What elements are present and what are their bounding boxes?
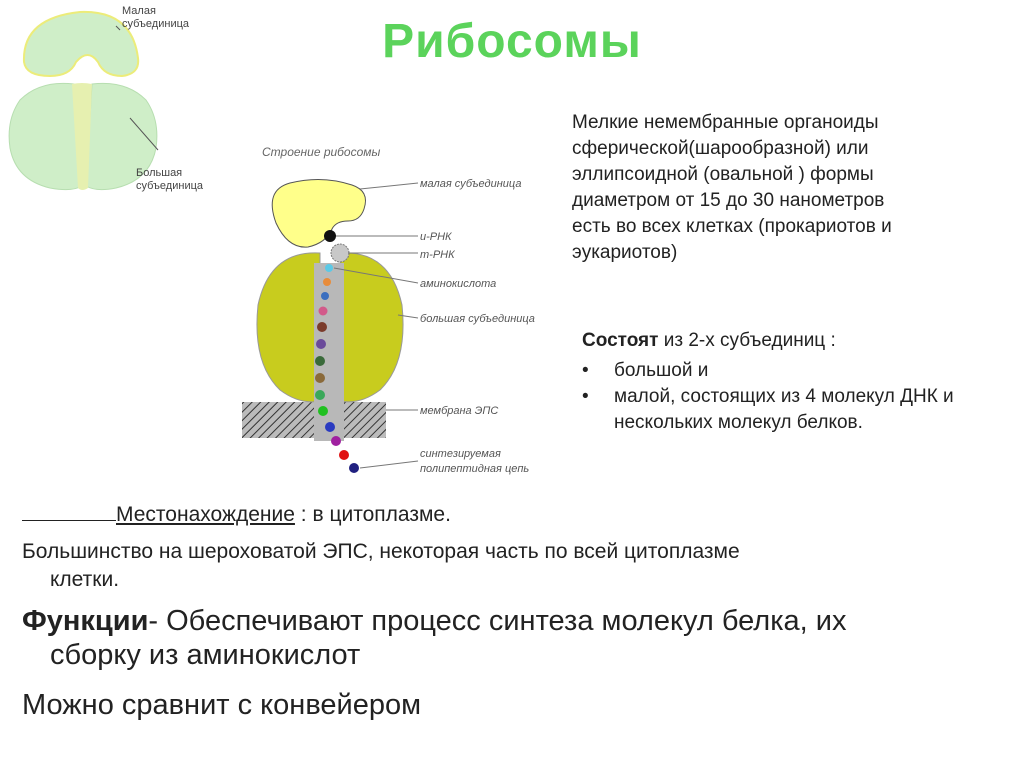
- list-item: • большой и: [582, 358, 1012, 384]
- large-subunit-left-shape: [8, 82, 83, 191]
- channel-shape: [72, 83, 92, 190]
- composition-heading-bold: Состоят: [582, 330, 659, 351]
- list-item-text: малой, состоящих из 4 молекул ДНК и неск…: [614, 386, 954, 433]
- location-label: Местонахождение: [116, 503, 295, 526]
- structure-title: Строение рибосомы: [262, 145, 381, 159]
- majority-line-2: клетки.: [50, 568, 120, 591]
- label-big-1: Большая: [136, 167, 182, 179]
- list-item: • малой, состоящих из 4 молекул ДНК и нес…: [582, 384, 1012, 436]
- label-trna: т-РНК: [420, 249, 455, 261]
- description-line: есть во всех клетках (прокариотов и: [572, 216, 892, 237]
- amino-acid-chain: [315, 264, 359, 473]
- composition-heading-rest: из 2-х субъединиц :: [658, 330, 836, 351]
- functions-line-1: Функции- Обеспечивают процесс синтеза мо…: [22, 604, 1012, 638]
- label-polypeptide-2: полипептидная цепь: [420, 463, 529, 475]
- bullet-icon: •: [582, 360, 589, 381]
- description-line: Мелкие немембранные органоиды: [572, 112, 879, 133]
- eps-membrane-right: [344, 402, 386, 438]
- label-amino-acid: аминокислота: [420, 278, 496, 290]
- functions-line-2: сборку из аминокислот: [50, 639, 361, 671]
- description-paragraph: Мелкие немембранные органоиды сферическо…: [572, 110, 1012, 266]
- description-line: сферической(шарообразной) или: [572, 138, 869, 159]
- composition-block: Состоят из 2-х субъединиц : • большой и •…: [582, 328, 1012, 436]
- fill-in-blank: [22, 500, 116, 521]
- eps-membrane-left: [242, 402, 324, 438]
- description-line: диаметром от 15 до 30 нанометров: [572, 190, 885, 211]
- label-small-2: субъединица: [122, 18, 190, 30]
- large-subunit-pointer: [129, 117, 159, 151]
- small-subunit: [271, 179, 366, 248]
- label-big-2: субъединица: [136, 180, 204, 192]
- pointer-lines: [333, 182, 419, 469]
- small-subunit-shape: [22, 10, 140, 78]
- location-line: Местонахождение : в цитоплазме.: [22, 500, 451, 530]
- label-small-1: Малая: [122, 5, 156, 17]
- label-eps-membrane: мембрана ЭПС: [420, 405, 498, 417]
- description-line: эллипсоидной (овальной ) формы: [572, 164, 874, 185]
- composition-list: • большой и • малой, состоящих из 4 молеку…: [582, 358, 1012, 436]
- trna-dot: [330, 243, 350, 263]
- large-subunit-right: [339, 252, 404, 403]
- location-rest: : в цитоплазме.: [294, 503, 451, 526]
- ribosome-structure-diagram: Строение рибосомы мала: [242, 145, 535, 475]
- large-subunit-left: [256, 252, 321, 403]
- majority-paragraph: Большинство на шероховатой ЭПС, некотора…: [22, 538, 1012, 594]
- label-small-subunit: малая субъединица: [420, 178, 521, 190]
- label-irna: и-РНК: [420, 231, 452, 243]
- compare-line: Можно сравнит с конвейером: [22, 689, 422, 721]
- irna-dot: [324, 230, 336, 242]
- functions-paragraph: Функции- Обеспечивают процесс синтеза мо…: [22, 604, 1012, 672]
- composition-heading: Состоят из 2-х субъединиц :: [582, 328, 1012, 354]
- label-polypeptide-1: синтезируемая: [420, 448, 501, 460]
- label-big-subunit: большая субъединица: [420, 313, 535, 325]
- list-item-text: большой и: [614, 360, 709, 381]
- functions-label: Функции: [22, 605, 149, 637]
- bullet-icon: •: [582, 386, 589, 407]
- page-title: Рибосомы: [382, 15, 642, 68]
- majority-line-1: Большинство на шероховатой ЭПС, некотора…: [22, 540, 740, 563]
- ribosome-subunits-diagram: Малая субъединица Большая субъединица: [8, 5, 204, 192]
- small-subunit-pointer: [115, 25, 121, 31]
- channel: [314, 263, 344, 441]
- functions-line-1-rest: - Обеспечивают процесс синтеза молекул б…: [148, 605, 847, 637]
- description-line: эукариотов): [572, 242, 678, 263]
